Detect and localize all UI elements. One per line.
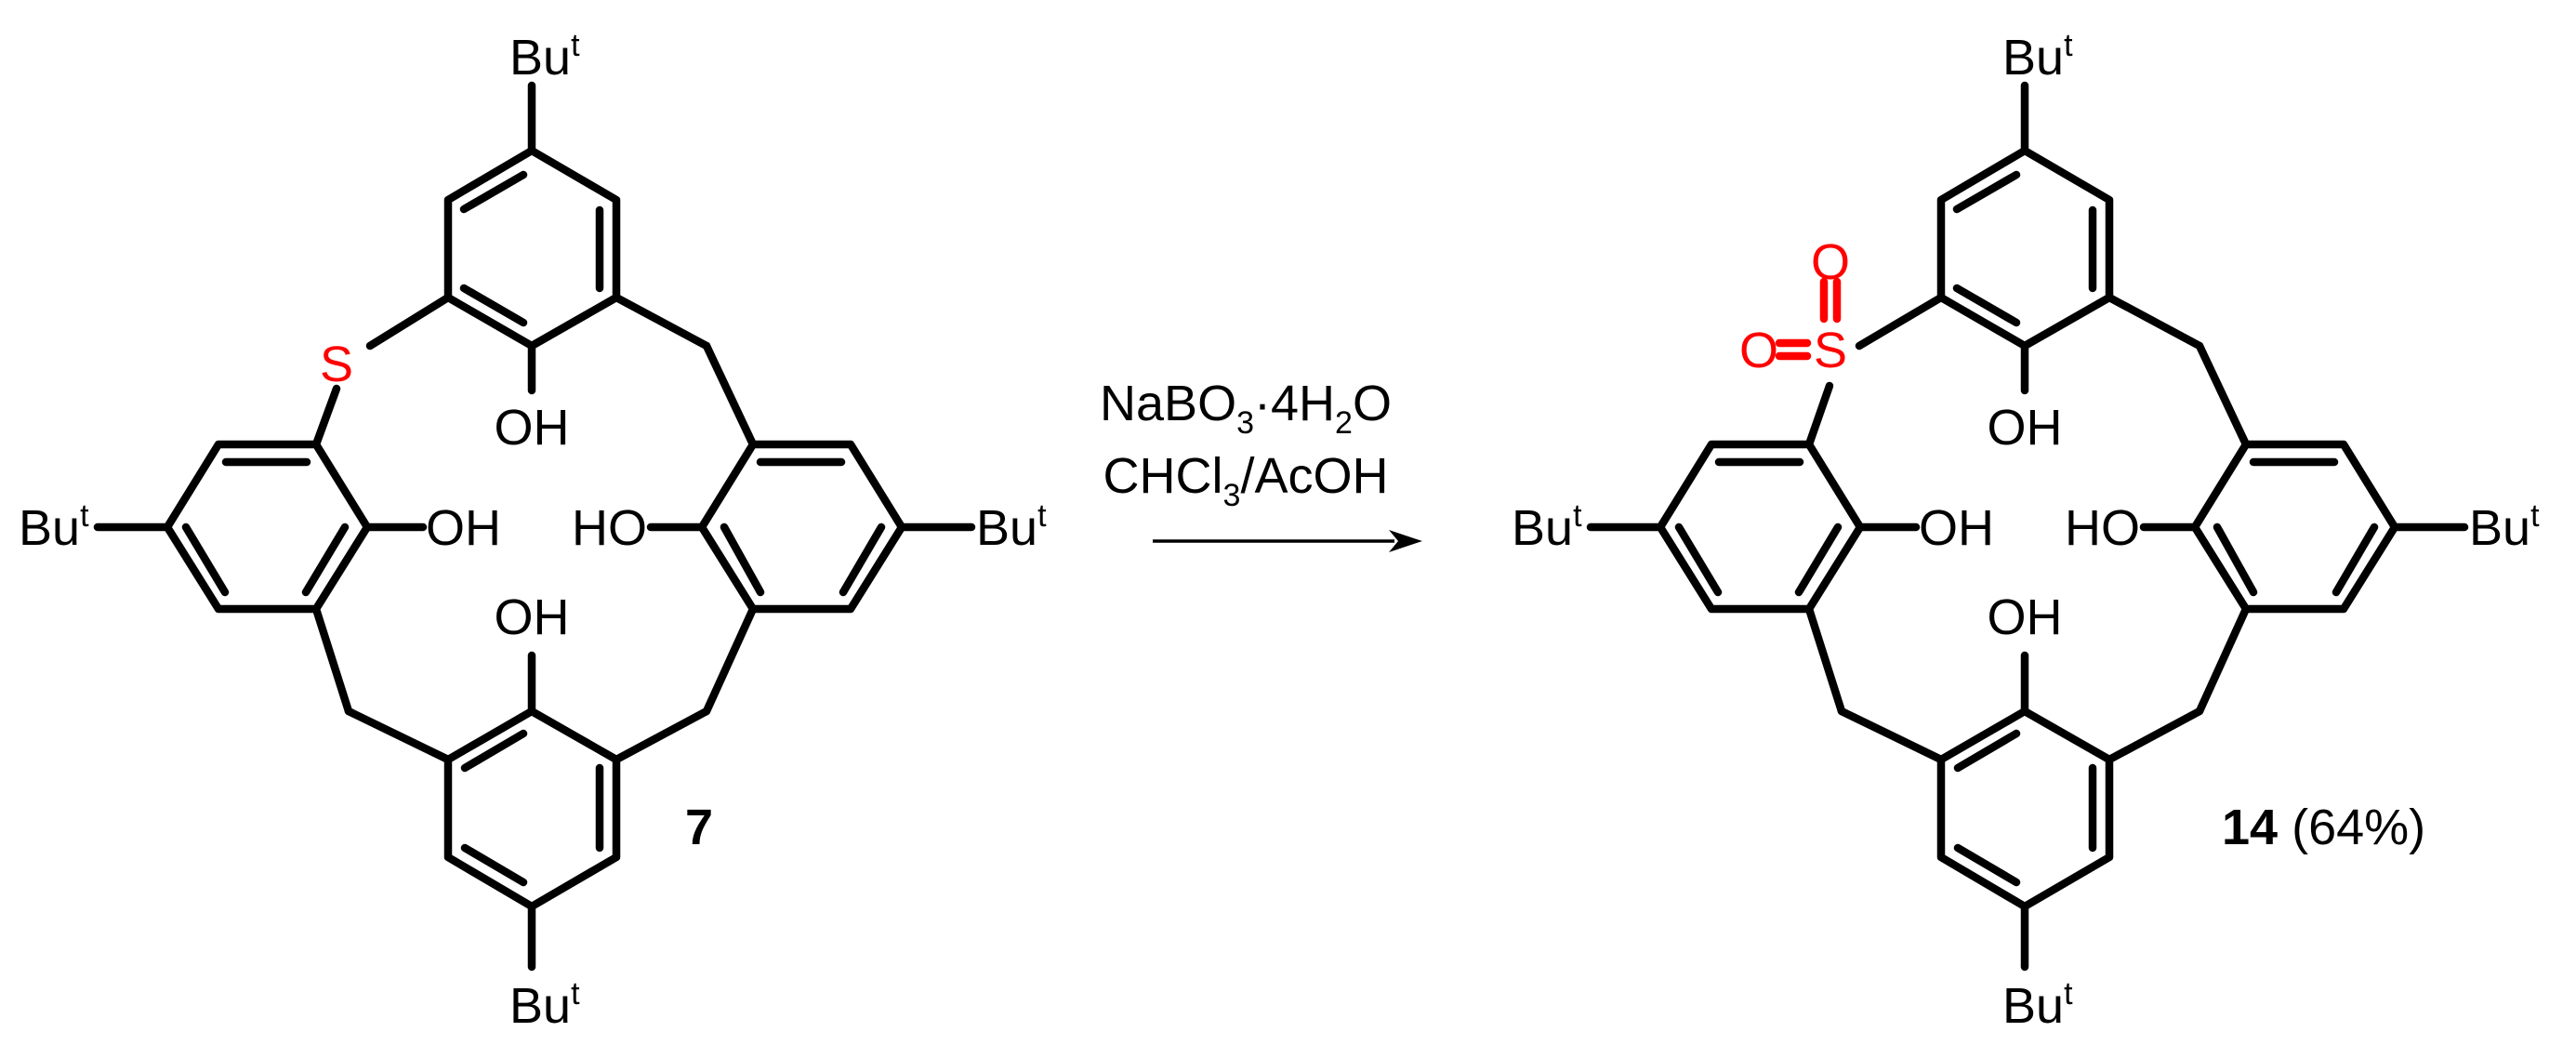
right-aryl-ring (697, 440, 906, 614)
reactant-oh-bottom: OH (495, 589, 570, 645)
reaction-conditions: NaBO3·4H2O CHCl3/AcOH (1100, 376, 1422, 552)
product-bridges (1586, 81, 2469, 972)
product-compound-number: 14 (2222, 800, 2278, 855)
reactant-oh-left: OH (426, 500, 501, 556)
reactant-ho-right: HO (572, 500, 647, 556)
reactant-tbu-right: But (976, 498, 1047, 556)
product-oh-top: OH (1988, 400, 2063, 456)
sulfonyl-group (1775, 277, 1842, 361)
product-tbu-bottom: But (2002, 976, 2073, 1034)
product-left-aryl-ring (1656, 440, 1865, 614)
reactant-compound-number: 7 (685, 800, 713, 855)
reactant-oh-top: OH (495, 400, 570, 456)
reactant-tbu-bottom: But (509, 976, 580, 1034)
product-tbu-top: But (2002, 28, 2073, 86)
reagent-line-2: CHCl3/AcOH (1103, 448, 1389, 513)
reactant-bridges (93, 81, 976, 972)
product-sulfonyl-oxygen-top: O (1811, 234, 1850, 290)
product-ho-right: HO (2065, 500, 2140, 556)
reactant-sulfur-atom: S (320, 337, 353, 392)
reaction-arrow-head (1389, 530, 1422, 552)
product-sulfonyl-oxygen-left: O (1739, 323, 1778, 378)
product-yield: (64%) (2292, 800, 2425, 855)
reactant-molecule-7: S But But But But OH OH HO OH 7 (19, 28, 1047, 1034)
bottom-aryl-ring (443, 707, 621, 911)
top-aryl-ring (443, 146, 621, 351)
product-oh-bottom: OH (1988, 589, 2063, 645)
left-aryl-ring (163, 440, 372, 614)
product-tbu-right: But (2469, 498, 2540, 556)
product-bottom-aryl-ring (1936, 707, 2114, 911)
reactant-tbu-top: But (509, 28, 580, 86)
reactant-tbu-left: But (19, 498, 89, 556)
product-top-aryl-ring (1936, 146, 2114, 351)
product-compound-label: 14 (64%) (2222, 800, 2425, 855)
product-right-aryl-ring (2190, 440, 2399, 614)
product-sulfur-atom: S (1814, 323, 1847, 378)
product-molecule-14: S O O But But But But OH OH HO OH 14 (64… (1512, 28, 2540, 1034)
reagent-line-1: NaBO3·4H2O (1100, 376, 1392, 441)
product-tbu-left: But (1512, 498, 1582, 556)
product-oh-left: OH (1919, 500, 1994, 556)
